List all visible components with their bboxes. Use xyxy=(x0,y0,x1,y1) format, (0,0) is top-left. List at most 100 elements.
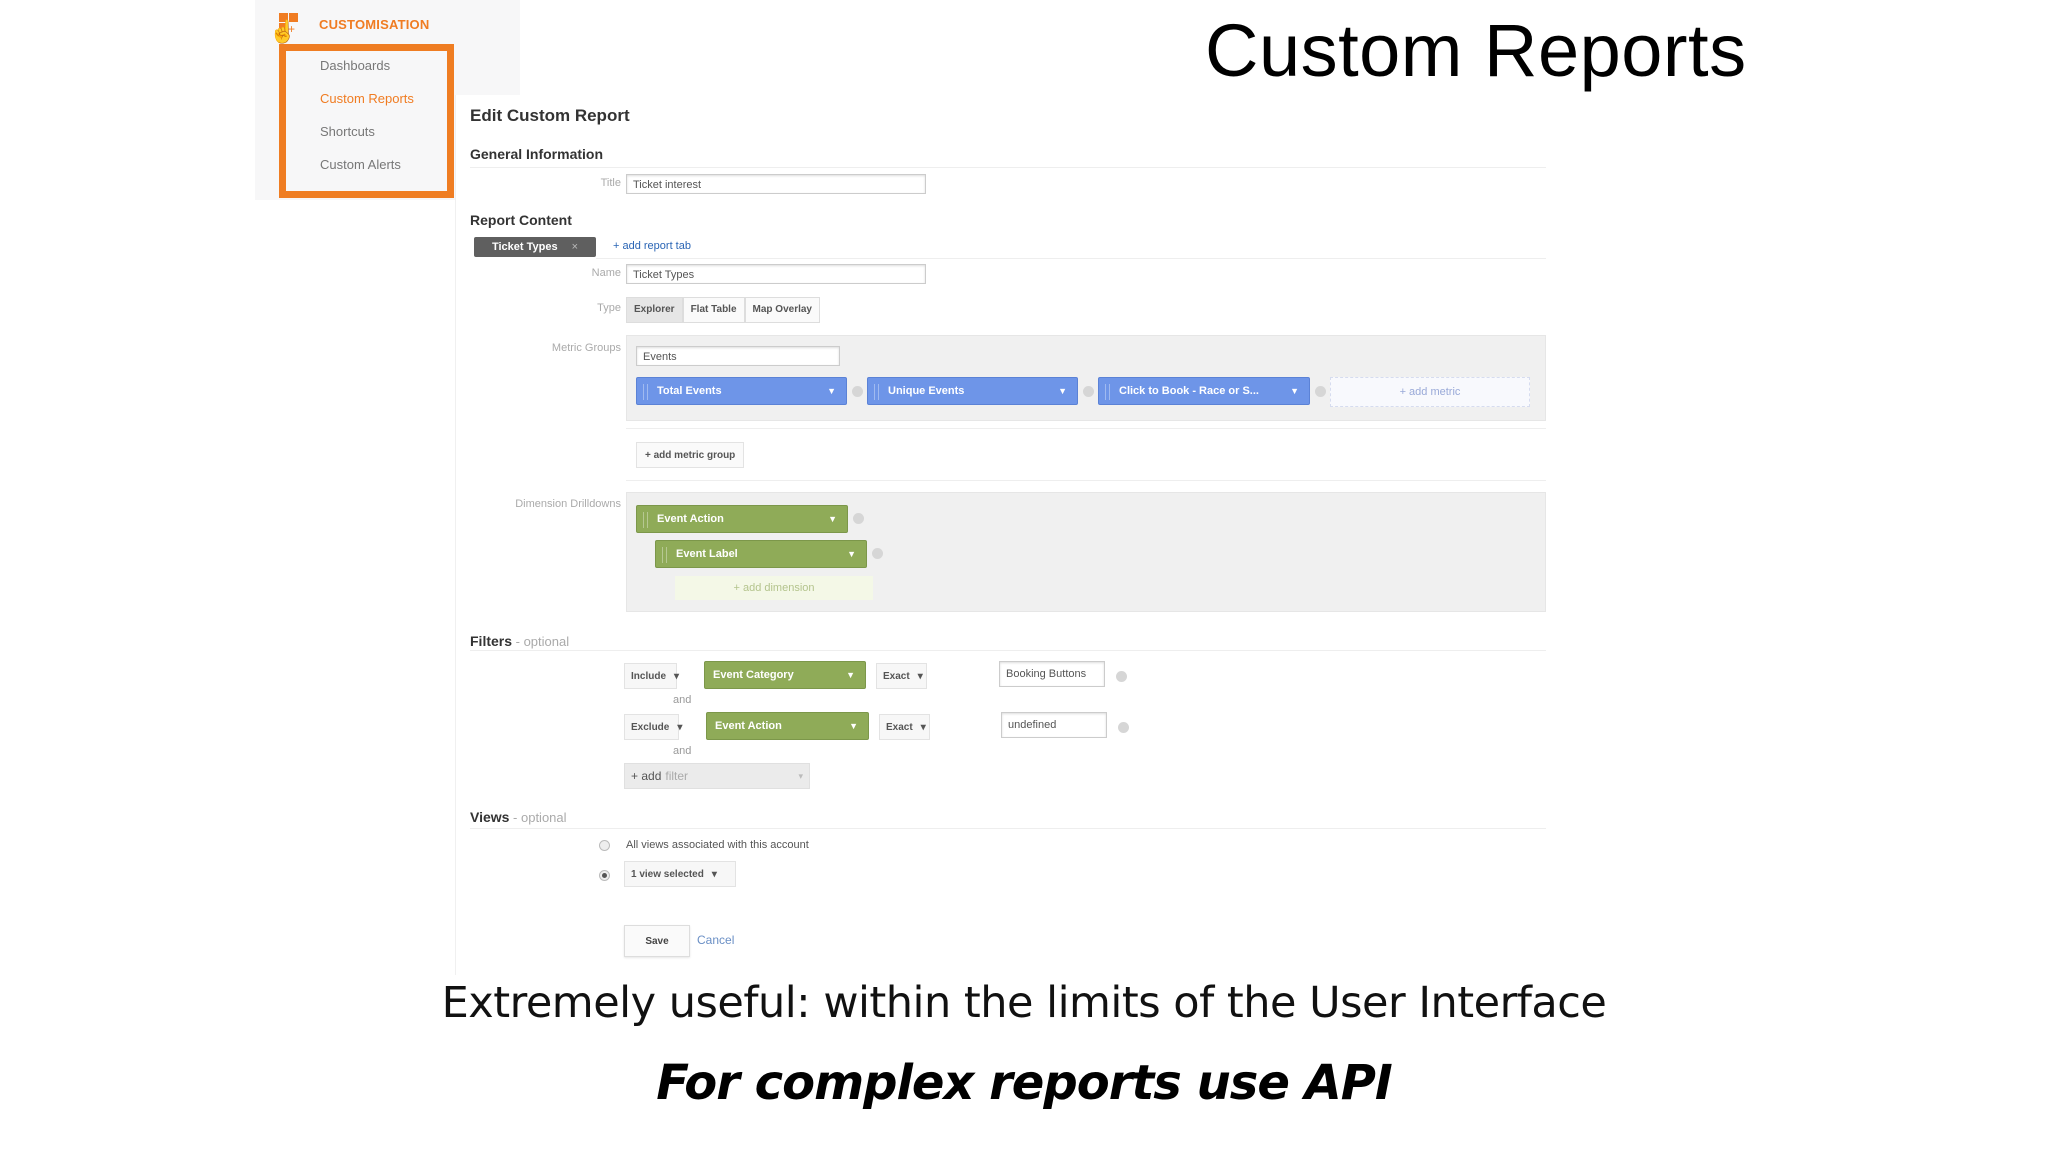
chevron-down-icon[interactable]: ▼ xyxy=(828,514,837,524)
radio-all-views[interactable] xyxy=(599,840,610,851)
add-filter-suffix: filter xyxy=(665,769,689,783)
close-icon[interactable]: × xyxy=(571,241,579,253)
remove-filter-icon[interactable] xyxy=(1116,671,1127,682)
customisation-header[interactable]: + ☝ CUSTOMISATION xyxy=(269,12,430,44)
menu-item-shortcuts[interactable]: Shortcuts xyxy=(320,124,375,139)
view-selector-dropdown[interactable]: 1 view selected ▾ xyxy=(624,861,736,887)
chevron-down-icon: ▾ xyxy=(920,721,926,733)
filter-mode-value: Include xyxy=(631,670,667,682)
chevron-down-icon[interactable]: ▼ xyxy=(827,386,836,396)
save-button[interactable]: Save xyxy=(624,925,690,957)
drag-handle-icon[interactable] xyxy=(643,384,648,400)
divider xyxy=(596,258,1546,259)
drag-handle-icon[interactable] xyxy=(874,384,879,400)
metric-group-name-input[interactable]: Events xyxy=(636,346,840,366)
divider xyxy=(470,650,1546,651)
add-filter-label: + add xyxy=(631,769,662,783)
remove-metric-icon[interactable] xyxy=(1083,386,1094,397)
filter-dimension-event-action[interactable]: Event Action ▼ xyxy=(706,712,869,740)
metric-groups-label: Metric Groups xyxy=(551,342,621,354)
filter-mode-select-1[interactable]: Include ▾ xyxy=(624,663,680,689)
type-flat-table-button[interactable]: Flat Table xyxy=(682,297,745,323)
remove-metric-icon[interactable] xyxy=(1315,386,1326,397)
general-information-heading: General Information xyxy=(470,146,604,162)
menu-item-custom-reports[interactable]: Custom Reports xyxy=(320,91,414,106)
remove-dimension-icon[interactable] xyxy=(872,548,883,559)
menu-section-title: CUSTOMISATION xyxy=(319,16,430,32)
drag-handle-icon[interactable] xyxy=(1105,384,1110,400)
chevron-down-icon[interactable]: ▼ xyxy=(1290,386,1299,396)
title-label: Title xyxy=(600,177,621,189)
dimension-label: Event Action xyxy=(657,513,724,525)
type-label: Type xyxy=(597,302,621,314)
filters-heading: Filters - optional xyxy=(470,633,569,649)
add-filter-select[interactable]: + add filter ▾ xyxy=(624,763,810,789)
chevron-down-icon[interactable]: ▼ xyxy=(847,549,856,559)
filters-heading-label: Filters xyxy=(470,633,513,649)
view-selector-value: 1 view selected xyxy=(631,868,704,880)
and-label: and xyxy=(673,694,692,706)
filter-value-input-1[interactable]: Booking Buttons xyxy=(999,661,1105,687)
remove-dimension-icon[interactable] xyxy=(853,513,864,524)
caption-line-2: For complex reports use API xyxy=(656,1055,1393,1111)
edit-custom-report-panel: Edit Custom Report General Information T… xyxy=(455,95,1546,975)
page-title: Edit Custom Report xyxy=(470,106,630,125)
filter-match-value: Exact xyxy=(886,721,913,733)
filter-dimension-label: Event Action xyxy=(715,720,782,732)
report-tab-ticket-types[interactable]: Ticket Types × xyxy=(474,237,596,257)
metric-chip-unique-events[interactable]: Unique Events ▼ xyxy=(867,377,1078,405)
metric-chip-click-to-book[interactable]: Click to Book - Race or S... ▼ xyxy=(1098,377,1310,405)
chevron-down-icon[interactable]: ▼ xyxy=(1058,386,1067,396)
divider xyxy=(626,480,1546,481)
filter-value-input-2[interactable]: undefined xyxy=(1001,712,1107,738)
metric-label: Click to Book - Race or S... xyxy=(1119,385,1259,397)
dimension-drilldowns-label: Dimension Drilldowns xyxy=(515,498,621,510)
filters-optional-label: - optional xyxy=(512,634,570,649)
chevron-down-icon: ▾ xyxy=(674,670,680,682)
radio-selected-views[interactable] xyxy=(599,870,610,881)
filter-dimension-event-category[interactable]: Event Category ▼ xyxy=(704,661,866,689)
chevron-down-icon[interactable]: ▼ xyxy=(846,670,855,680)
dimension-chip-event-label[interactable]: Event Label ▼ xyxy=(655,540,867,568)
filter-match-select-2[interactable]: Exact ▾ xyxy=(879,714,930,740)
add-metric-group-button[interactable]: + add metric group xyxy=(636,442,745,468)
filter-dimension-label: Event Category xyxy=(713,669,794,681)
drag-handle-icon[interactable] xyxy=(662,547,667,563)
divider xyxy=(626,428,1546,429)
add-report-tab-link[interactable]: + add report tab xyxy=(613,240,691,252)
name-label: Name xyxy=(591,267,621,279)
dimension-chip-event-action[interactable]: Event Action ▼ xyxy=(636,505,848,533)
chevron-down-icon: ▾ xyxy=(711,868,717,880)
type-map-overlay-button[interactable]: Map Overlay xyxy=(744,297,820,323)
chevron-down-icon: ▾ xyxy=(677,721,683,733)
cancel-link[interactable]: Cancel xyxy=(697,933,735,947)
customisation-icon: + ☝ xyxy=(269,13,299,44)
menu-items: Dashboards Custom Reports Shortcuts Cust… xyxy=(320,56,414,188)
metric-chip-total-events[interactable]: Total Events ▼ xyxy=(636,377,847,405)
filter-match-select-1[interactable]: Exact▾ xyxy=(876,663,927,689)
remove-filter-icon[interactable] xyxy=(1118,722,1129,733)
dimension-label: Event Label xyxy=(676,548,738,560)
menu-item-dashboards[interactable]: Dashboards xyxy=(320,58,391,73)
remove-metric-icon[interactable] xyxy=(852,386,863,397)
all-views-label: All views associated with this account xyxy=(626,839,809,851)
hand-cursor-icon: ☝ xyxy=(269,19,297,44)
menu-item-custom-alerts[interactable]: Custom Alerts xyxy=(320,157,401,172)
filter-mode-value: Exclude xyxy=(631,721,670,733)
title-input[interactable]: Ticket interest xyxy=(626,174,926,194)
filter-mode-select-2[interactable]: Exclude ▾ xyxy=(624,714,683,740)
filter-match-value: Exact xyxy=(883,670,910,682)
divider xyxy=(470,828,1546,829)
add-dimension-button[interactable]: + add dimension xyxy=(675,576,873,600)
slide-title: Custom Reports xyxy=(1205,9,1747,92)
report-tab-label: Ticket Types xyxy=(491,241,558,253)
caption-line-1: Extremely useful: within the limits of t… xyxy=(441,978,1607,1028)
name-input[interactable]: Ticket Types xyxy=(626,264,926,284)
add-metric-button[interactable]: + add metric xyxy=(1330,377,1530,407)
metric-label: Total Events xyxy=(657,385,722,397)
chevron-down-icon[interactable]: ▼ xyxy=(849,721,858,731)
report-content-heading: Report Content xyxy=(470,212,572,228)
views-optional-label: - optional xyxy=(509,810,567,825)
type-explorer-button[interactable]: Explorer xyxy=(626,297,683,323)
drag-handle-icon[interactable] xyxy=(643,512,648,528)
